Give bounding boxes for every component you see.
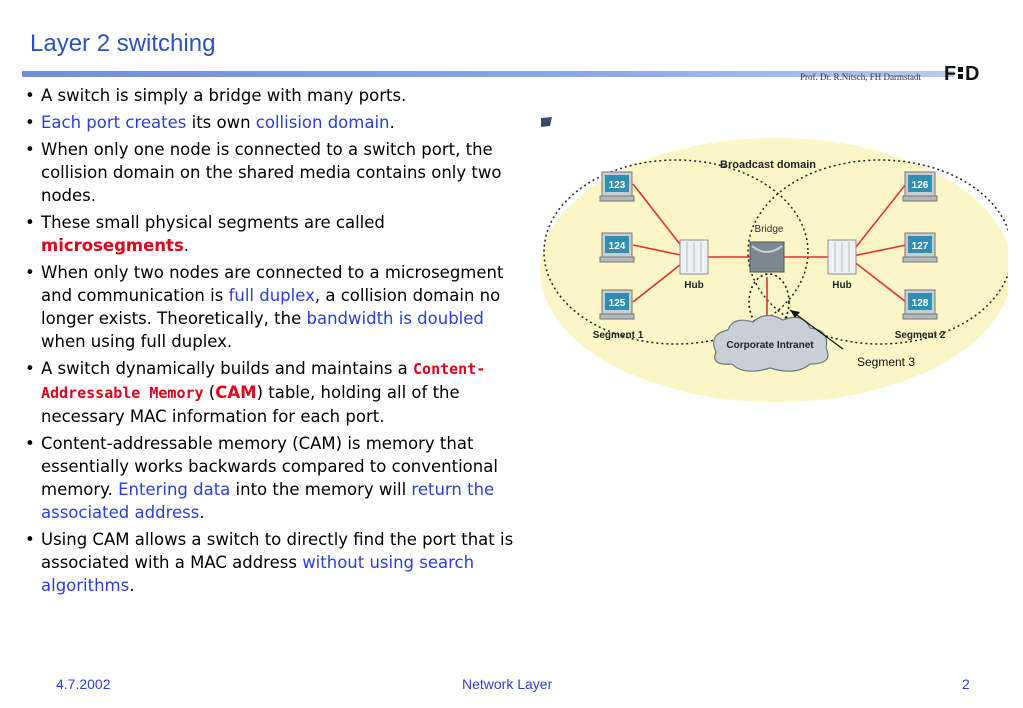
bullet-text: .	[129, 576, 135, 595]
hub-left-icon	[679, 239, 709, 275]
bullet-text: microsegments	[41, 236, 184, 255]
bullet-text: Each port creates	[41, 113, 187, 132]
bullet-dot: •	[25, 86, 35, 105]
bullet-item: • When only two nodes are connected to a …	[22, 261, 527, 353]
bullet-text: .	[389, 113, 395, 132]
bullet-text: Using CAM allows a switch to directly fi…	[41, 530, 514, 572]
segment1-ellipse	[543, 159, 809, 345]
bullet-text: Content-Addressable Memory	[41, 360, 486, 402]
bullet-item: • A switch is simply a bridge with many p…	[22, 84, 527, 107]
bullet-text: (	[203, 383, 216, 402]
bullet-dot: •	[25, 530, 35, 549]
small-marker-icon	[541, 117, 552, 127]
slide-title: Layer 2 switching	[30, 30, 216, 57]
bullet-dot: •	[25, 434, 35, 453]
hub-right-label: Hub	[832, 280, 851, 291]
bullet-item: • These small physical segments are calle…	[22, 211, 527, 257]
bullet-text: A switch is simply a bridge with many po…	[41, 86, 407, 105]
author-credit: Prof. Dr. R.Nitsch, FH Darmstadt	[800, 72, 921, 82]
bullet-text: , a collision domain no longer exists. T…	[41, 286, 501, 328]
pc-label: 125	[609, 298, 626, 309]
bullet-dot: •	[25, 359, 35, 378]
bullet-item: • When only one node is connected to a sw…	[22, 138, 527, 207]
pc-123	[599, 171, 635, 202]
bullet-text: These small physical segments are called	[41, 213, 385, 232]
bullet-item: • Content-addressable memory (CAM) is mem…	[22, 432, 527, 524]
pc-127	[902, 232, 938, 263]
bullet-text: its own	[186, 113, 256, 132]
footer-date: 4.7.2002	[56, 676, 111, 692]
hub-left-label: Hub	[684, 280, 703, 291]
bullet-text: without using search algorithms	[41, 553, 475, 595]
network-diagram: Broadcast domain 123 124 125 126 127 128	[540, 138, 1008, 402]
bullet-text: into the memory will	[230, 480, 412, 499]
pc-label: 124	[609, 241, 626, 252]
page-number: 2	[962, 676, 970, 692]
bullet-text: Content-addressable memory (CAM) is memo…	[41, 434, 498, 499]
bullet-text: .	[199, 503, 205, 522]
pc-label: 123	[609, 180, 626, 191]
bullet-dot: •	[25, 113, 35, 132]
bullet-text: CAM	[215, 383, 257, 402]
bullet-text: full duplex	[228, 286, 315, 305]
fhd-logo: F D	[944, 63, 979, 84]
cloud-icon	[713, 314, 829, 372]
bullet-text: .	[183, 236, 190, 255]
bullet-text: bandwidth is doubled	[306, 309, 484, 328]
segment3-arrow-line	[789, 309, 844, 350]
hub-right-icon	[827, 239, 857, 275]
segment3-label: Segment 3	[857, 355, 915, 369]
bullet-text: collision domain	[255, 113, 390, 132]
segment3-arrowhead	[790, 310, 800, 318]
segment2-ellipse	[747, 159, 1008, 345]
pc-label: 126	[912, 180, 929, 191]
segment1-label: Segment 1	[593, 330, 644, 341]
pc-125	[599, 289, 635, 320]
segment3-ellipse	[748, 273, 790, 331]
bullet-dot: •	[25, 213, 35, 232]
segment2-label: Segment 2	[895, 330, 946, 341]
pc-label: 128	[912, 298, 929, 309]
bullet-text: When only one node is connected to a swi…	[41, 140, 502, 205]
bridge-label: Bridge	[755, 224, 784, 235]
bullet-item: • Using CAM allows a switch to directly f…	[22, 528, 527, 597]
pc-124	[599, 232, 635, 263]
svg-text:D: D	[965, 63, 979, 84]
bridge-icon	[749, 241, 785, 273]
bullet-text: A switch dynamically builds and maintain…	[41, 359, 414, 378]
pc-label: 127	[912, 241, 929, 252]
bullet-text: When only two nodes are connected to a m…	[41, 263, 504, 305]
bullet-list: • A switch is simply a bridge with many p…	[22, 84, 527, 601]
broadcast-domain-label: Broadcast domain	[720, 159, 816, 171]
bullet-text: return the associated address	[41, 480, 495, 522]
bullet-item: • Each port creates its own collision dom…	[22, 111, 527, 134]
bullet-text: ) table, holding all of the necessary MA…	[41, 383, 460, 426]
title-underline	[22, 71, 954, 77]
bullet-text: when using full duplex.	[41, 332, 233, 351]
bullet-item: • A switch dynamically builds and maintai…	[22, 357, 527, 428]
pc-126	[902, 171, 938, 202]
bullet-dot: •	[25, 263, 35, 282]
svg-text:F: F	[944, 63, 956, 84]
footer-title: Network Layer	[462, 676, 553, 692]
bullet-dot: •	[25, 140, 35, 159]
cloud-label: Corporate Intranet	[726, 340, 814, 351]
pc-128	[902, 289, 938, 320]
bullet-text: Entering data	[118, 480, 231, 499]
